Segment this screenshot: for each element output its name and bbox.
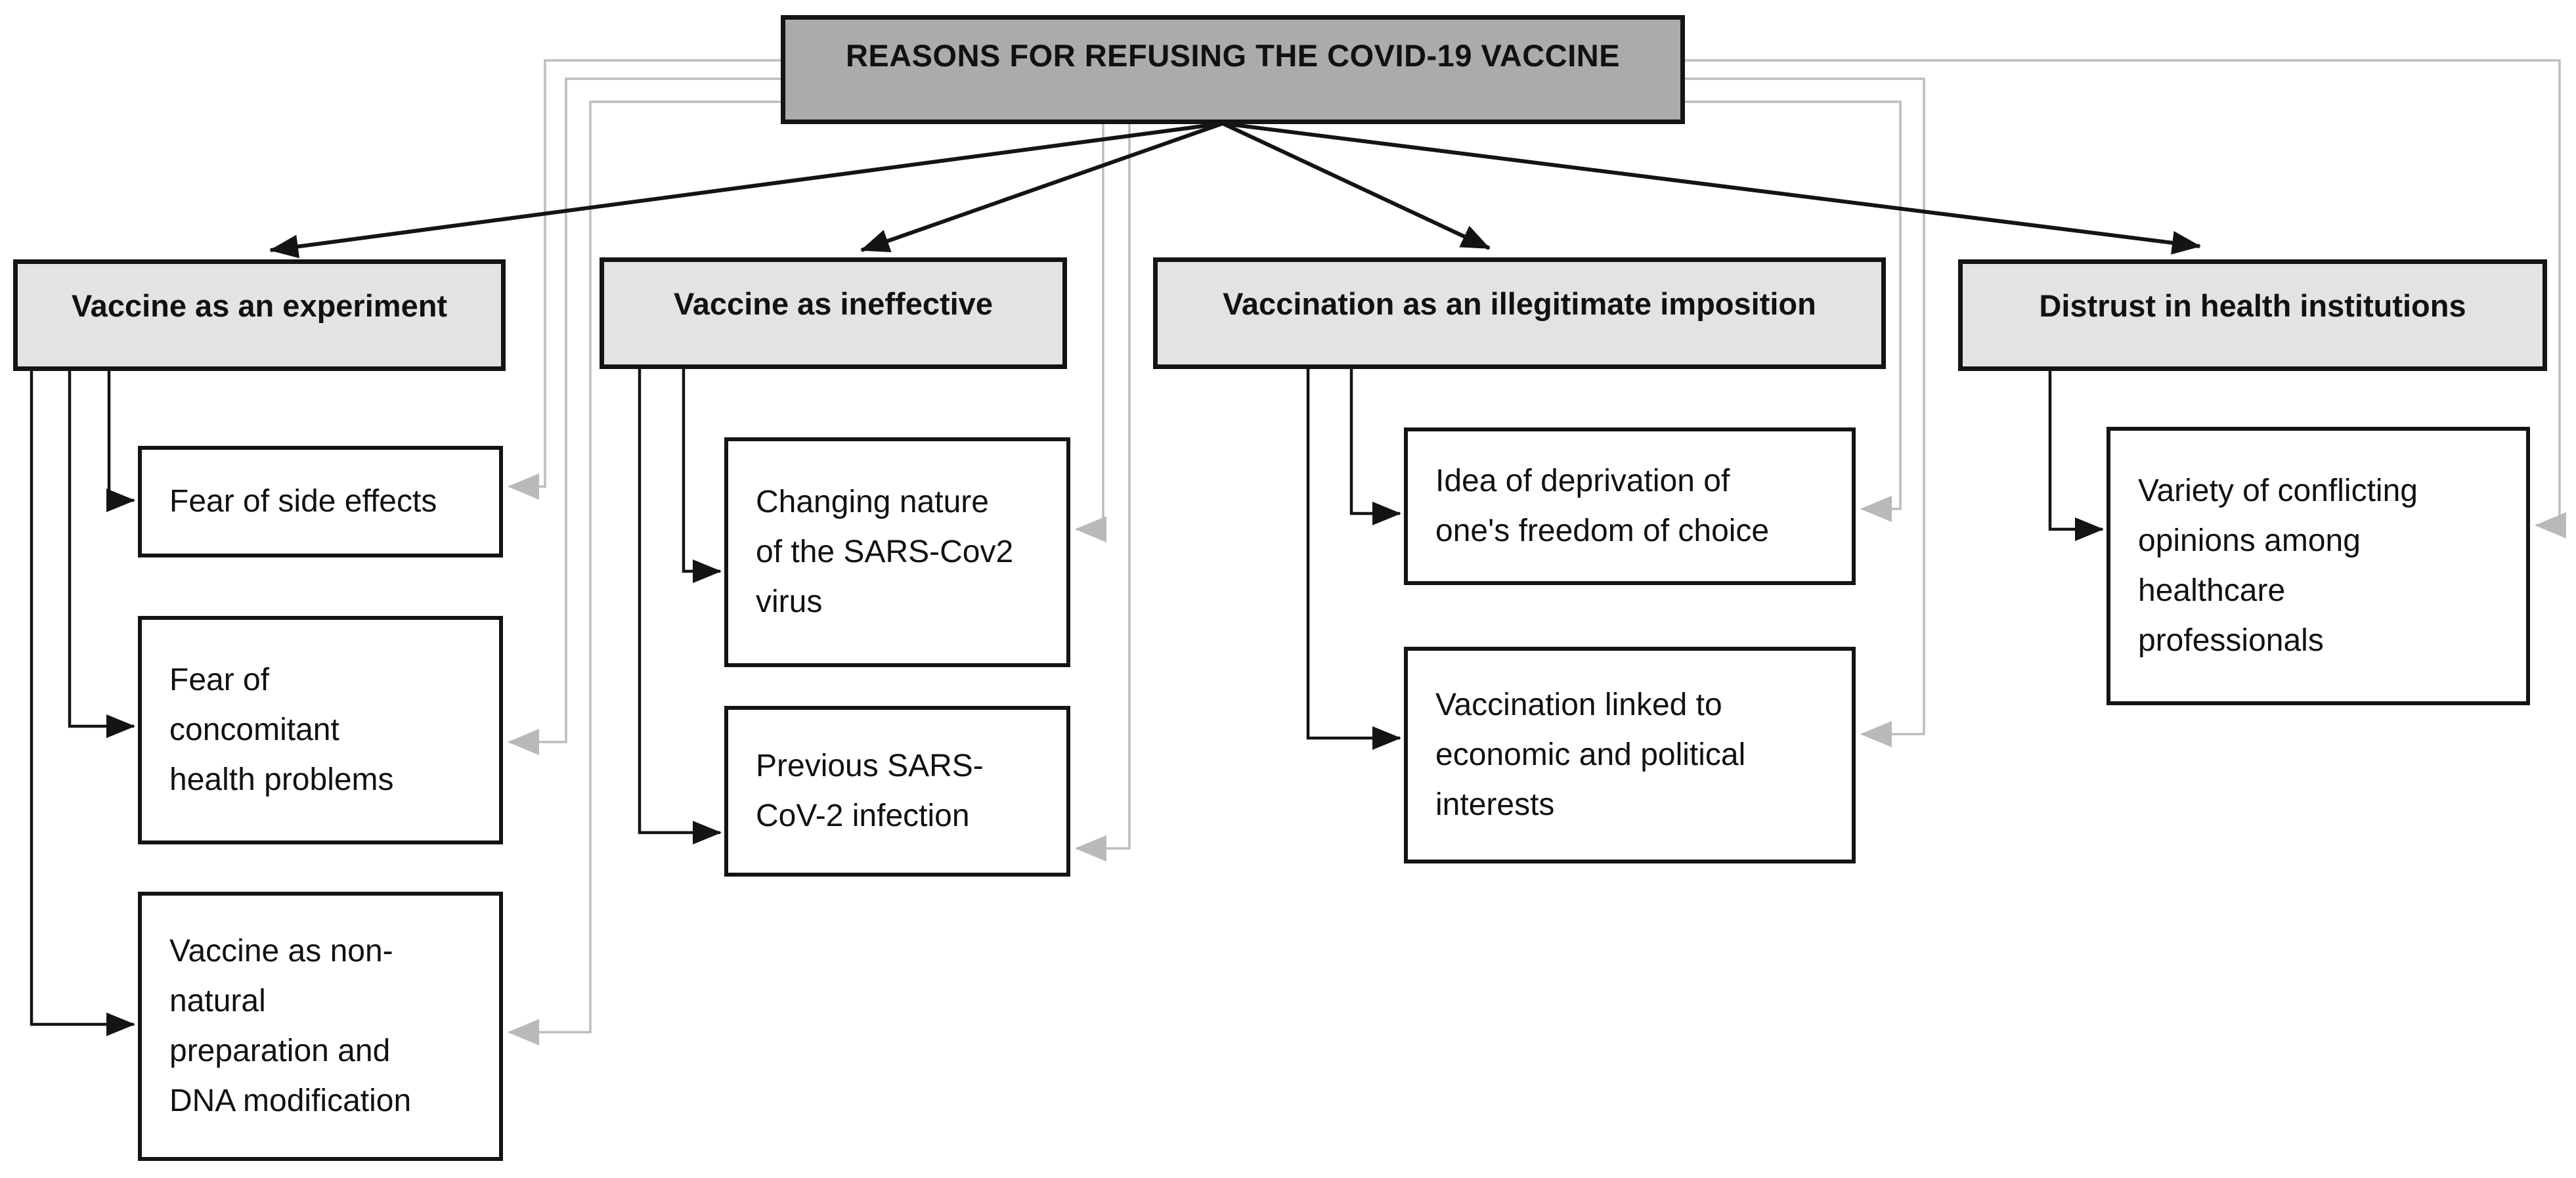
elbow-category2-to-previous-infection xyxy=(638,367,722,844)
gray-link-title-to-conflicting-opinions xyxy=(1681,59,2566,538)
arrow-title-to-category-2 xyxy=(860,121,1223,253)
arrow-title-to-category-1 xyxy=(269,121,1223,259)
category-box-distrust-health-institutions: Distrust in health institutions xyxy=(1958,259,2547,371)
category-label: Vaccine as ineffective xyxy=(674,286,993,321)
reason-box-fear-of-concomitant-health-problems: Fear of concomitant health problems xyxy=(138,616,503,844)
category-box-illegitimate-imposition: Vaccination as an illegitimate impositio… xyxy=(1153,257,1886,369)
reason-label: Idea of deprivation of one's freedom of … xyxy=(1435,464,1770,548)
elbow-category3-to-economic-interests xyxy=(1306,367,1401,750)
elbow-category2-to-changing-nature xyxy=(682,367,722,583)
title-box: REASONS FOR REFUSING THE COVID-19 VACCIN… xyxy=(781,15,1685,124)
reason-label: Previous SARS- CoV-2 infection xyxy=(756,749,984,833)
reason-box-fear-of-side-effects: Fear of side effects xyxy=(138,446,503,557)
reason-label: Variety of conflicting opinions among he… xyxy=(2138,473,2418,658)
reason-box-non-natural-preparation-dna-modification: Vaccine as non- natural preparation and … xyxy=(138,892,503,1161)
gray-link-title-to-fear-side-effects xyxy=(508,59,785,500)
elbow-category3-to-freedom-of-choice xyxy=(1349,367,1401,525)
title-label: REASONS FOR REFUSING THE COVID-19 VACCIN… xyxy=(845,37,1621,73)
arrow-title-to-category-3 xyxy=(1221,121,1491,250)
reason-label: Fear of side effects xyxy=(169,484,437,519)
reason-box-conflicting-opinions-professionals: Variety of conflicting opinions among he… xyxy=(2107,427,2530,705)
category-box-vaccine-as-experiment: Vaccine as an experiment xyxy=(13,259,506,371)
gray-link-title-to-non-natural xyxy=(508,100,785,1045)
gray-link-title-to-freedom-of-choice xyxy=(1681,100,1902,522)
elbow-category1-to-fear-side-effects xyxy=(106,371,135,512)
elbow-category1-to-non-natural xyxy=(30,371,135,1036)
category-label: Vaccine as an experiment xyxy=(71,288,448,323)
category-label: Vaccination as an illegitimate impositio… xyxy=(1223,286,1816,321)
elbow-category4-to-conflicting-opinions xyxy=(2048,371,2104,541)
reason-box-previous-infection: Previous SARS- CoV-2 infection xyxy=(724,706,1070,877)
category-label: Distrust in health institutions xyxy=(2039,288,2466,323)
reason-label: Vaccination linked to economic and polit… xyxy=(1435,687,1746,822)
elbow-category1-to-fear-concomitant xyxy=(68,371,135,738)
reason-label: Vaccine as non- natural preparation and … xyxy=(169,934,412,1118)
gray-link-title-to-changing-nature xyxy=(1075,123,1106,542)
gray-link-title-to-previous-infection xyxy=(1075,123,1131,862)
gray-link-title-to-fear-concomitant xyxy=(508,77,785,755)
reason-box-economic-political-interests: Vaccination linked to economic and polit… xyxy=(1404,647,1856,863)
arrow-title-to-category-4 xyxy=(1222,121,2201,255)
gray-link-title-to-economic-interests xyxy=(1681,77,1925,747)
reason-box-deprivation-of-freedom-of-choice: Idea of deprivation of one's freedom of … xyxy=(1404,427,1856,585)
reason-label: Changing nature of the SARS-Cov2 virus xyxy=(756,485,1014,619)
reason-box-changing-nature-of-virus: Changing nature of the SARS-Cov2 virus xyxy=(724,437,1070,667)
reason-label: Fear of concomitant health problems xyxy=(169,663,394,797)
category-box-vaccine-as-ineffective: Vaccine as ineffective xyxy=(600,257,1067,369)
